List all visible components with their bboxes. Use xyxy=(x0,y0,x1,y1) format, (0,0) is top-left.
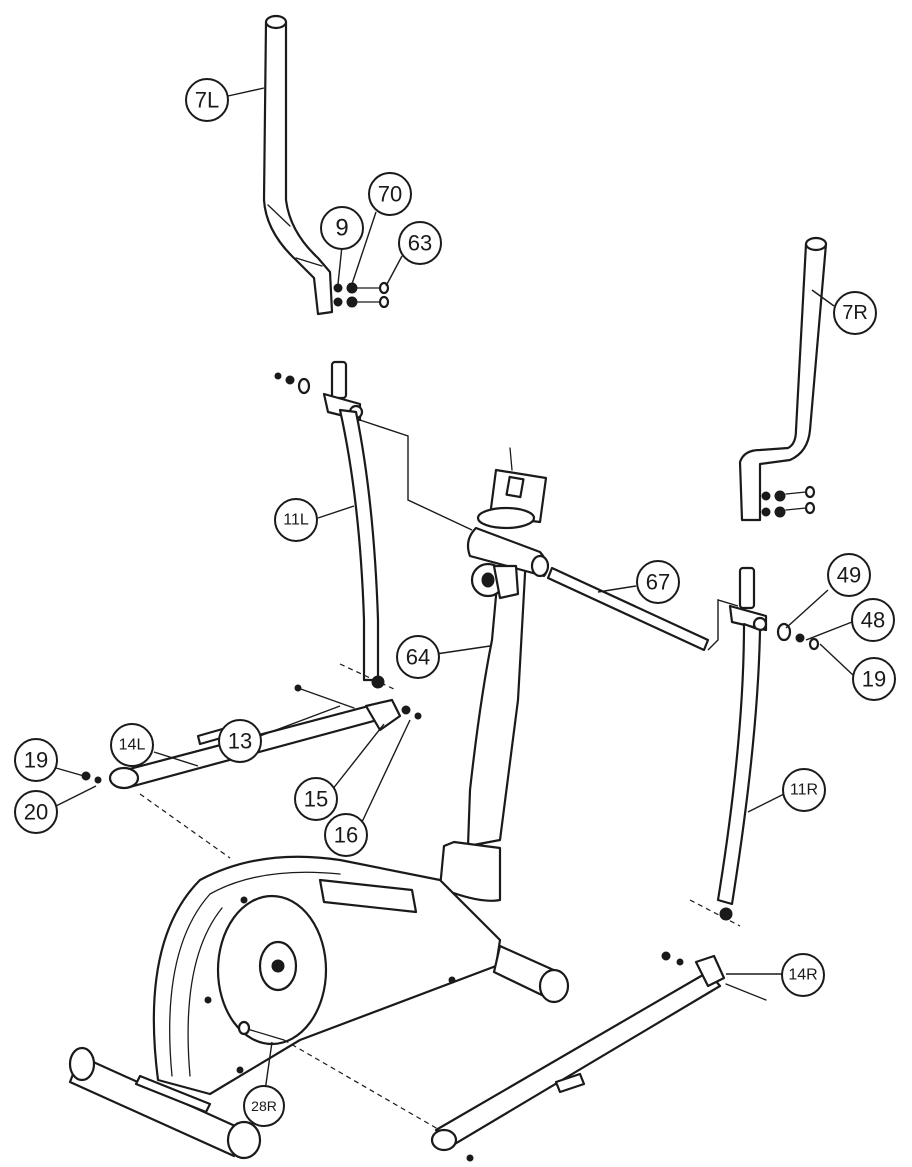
callout-15-label: 15 xyxy=(304,787,328,812)
callout-16: 16 xyxy=(324,813,368,857)
callout-11R: 11R xyxy=(782,768,826,812)
right-pivot-hardware xyxy=(776,622,820,651)
callout-7R: 7R xyxy=(833,291,877,335)
callout-7R-label: 7R xyxy=(842,302,868,324)
callout-49-label: 49 xyxy=(837,563,861,588)
callout-64-label: 64 xyxy=(406,645,430,670)
callout-28R: 28R xyxy=(243,1085,285,1127)
main-mast xyxy=(438,554,528,902)
callout-70-label: 70 xyxy=(378,182,402,207)
callout-64: 64 xyxy=(396,635,440,679)
left-upper-handlebar xyxy=(262,14,334,316)
callout-63-label: 63 xyxy=(408,231,432,256)
right-upper-handlebar xyxy=(738,236,828,522)
callout-14R-label: 14R xyxy=(788,967,817,984)
left-lower-handlebar xyxy=(322,360,397,691)
callout-9: 9 xyxy=(320,206,364,250)
callout-19-left: 19 xyxy=(14,738,58,782)
callout-20: 20 xyxy=(14,790,58,834)
flywheel-housing xyxy=(152,855,502,1096)
front-stabilizer xyxy=(68,1046,262,1160)
callout-13: 13 xyxy=(218,719,262,763)
callout-48: 48 xyxy=(851,598,895,642)
callout-20-label: 20 xyxy=(24,800,48,825)
bolt-set-upper-left xyxy=(333,281,390,309)
callout-14L-label: 14L xyxy=(119,737,146,754)
callout-19-right: 19 xyxy=(852,657,896,701)
right-lower-handlebar xyxy=(689,566,768,927)
callout-49: 49 xyxy=(827,553,871,597)
bolt-set-upper-right xyxy=(761,485,816,518)
callout-28R-label: 28R xyxy=(251,1098,277,1114)
callout-9-label: 9 xyxy=(335,215,348,242)
callout-70: 70 xyxy=(368,172,412,216)
axle-shaft xyxy=(359,419,739,652)
callout-7L: 7L xyxy=(185,78,229,122)
callout-67: 67 xyxy=(636,560,680,604)
callout-16-label: 16 xyxy=(334,823,358,848)
callout-48-label: 48 xyxy=(861,608,885,633)
callout-14R: 14R xyxy=(781,953,825,997)
pivot-housing xyxy=(466,506,550,600)
callout-11L-label: 11L xyxy=(283,512,309,529)
callout-11R-label: 11R xyxy=(790,782,818,799)
left-pivot-bolts xyxy=(274,372,311,395)
callout-13-label: 13 xyxy=(228,729,252,754)
right-pedal-arm xyxy=(430,951,767,1162)
callout-leaders xyxy=(55,87,855,1099)
callout-15: 15 xyxy=(294,777,338,821)
callout-67-label: 67 xyxy=(646,570,670,595)
callout-11L: 11L xyxy=(274,498,318,542)
left-end-bolts xyxy=(81,771,102,784)
left-pedal-arm xyxy=(108,684,422,859)
callout-7L-label: 7L xyxy=(195,88,219,113)
callout-19-left-label: 19 xyxy=(24,748,48,773)
callout-19-right-label: 19 xyxy=(862,667,886,692)
callout-63: 63 xyxy=(398,221,442,265)
crank-axle xyxy=(237,1020,451,1137)
rear-cylinder xyxy=(492,944,570,1004)
callout-14L: 14L xyxy=(110,723,154,767)
